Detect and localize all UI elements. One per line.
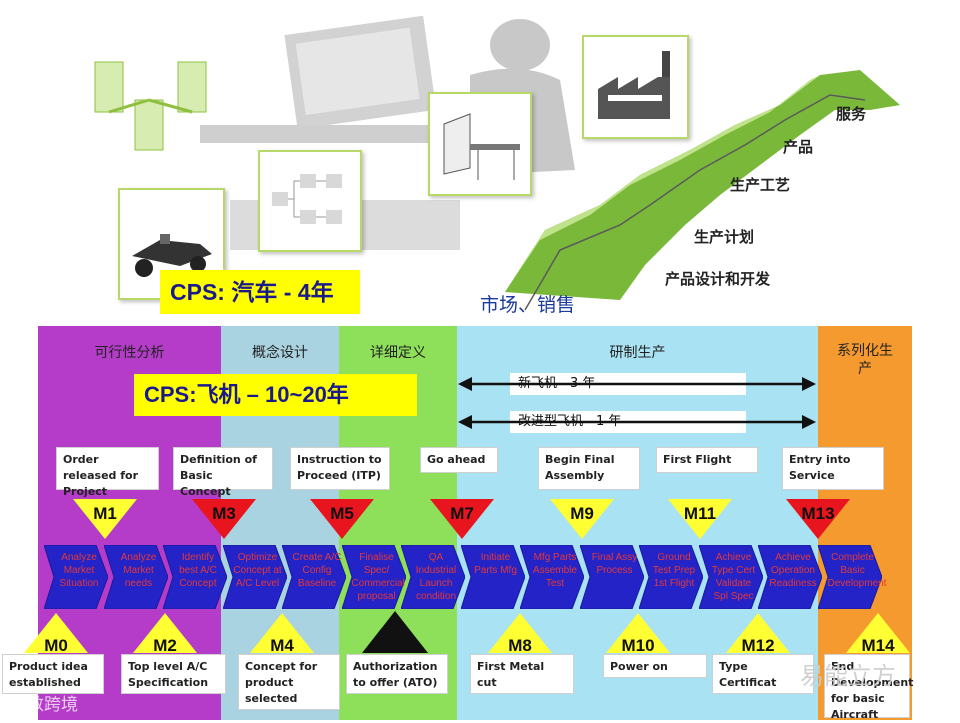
stair-label-process: 生产工艺 (730, 176, 791, 194)
milestone-m13-label: M13 (801, 504, 835, 523)
process-step-chevron: Finalise Spec/ Commercial proposal (341, 545, 406, 609)
milestone-m10-label: M10 (621, 636, 655, 655)
milestone-m3-desc: Definition of Basic Concept (173, 447, 273, 498)
phase-title: 系列化生 产 (837, 343, 893, 377)
phase-title: 研制生产 (609, 345, 666, 361)
process-step-chevron: Optimize Concept at A/C Level (222, 545, 287, 609)
milestone-m7-marker (430, 499, 494, 539)
process-step-chevron: Identify best A/C Concept (163, 545, 227, 609)
milestone-m7-desc: Go ahead (420, 447, 498, 473)
process-step-label: Mfg Parts Assemble Test (533, 552, 577, 589)
milestone-m11-desc: First Flight (656, 447, 758, 473)
milestone-m1-label: M1 (93, 504, 117, 523)
process-step-label: Optimize Concept at A/C Level (233, 552, 282, 589)
milestone-m2-desc: Top level A/C Specification (121, 654, 226, 694)
cps-car-label: CPS: 汽车 - 4年 (160, 270, 360, 314)
milestone-m3-marker (192, 499, 256, 539)
milestone-m12-marker (726, 613, 790, 653)
milestone-m13-desc: Entry into Service (782, 447, 884, 490)
process-step-chevron: Final Assy Process (579, 545, 644, 609)
milestone-m14-label: M14 (861, 636, 895, 655)
process-step-label: Identify best A/C Concept (179, 552, 217, 589)
milestone-m12-label: M12 (741, 636, 775, 655)
process-step-label: QA Industrial Launch condition (415, 552, 457, 602)
milestone-m3-label: M3 (212, 504, 236, 523)
process-step-label: Initiate Parts Mfg (474, 552, 517, 576)
milestone-m8-desc: First Metal cut (470, 654, 574, 694)
milestone-m4-desc: Concept for product selected (238, 654, 340, 710)
factory-image (582, 35, 689, 139)
phase-title: 概念设计 (252, 345, 308, 361)
milestone-m4-label: M4 (270, 636, 294, 655)
milestone-m2-marker (133, 613, 197, 653)
process-step-label: Achieve Operation Readiness (769, 552, 817, 589)
factory-icon (598, 51, 670, 119)
milestone-m7-label: M7 (450, 504, 474, 523)
process-step-label: Final Assy Process (591, 552, 638, 576)
phase-title: 详细定义 (370, 345, 426, 361)
milestone-m6-marker (362, 611, 428, 653)
milestone-m12-desc: Type Certificat (712, 654, 814, 694)
milestone-m5-marker (310, 499, 374, 539)
milestone-m9-marker (550, 499, 614, 539)
milestone-m5-desc: Instruction to Proceed (ITP) (290, 447, 390, 490)
milestone-m14-desc: End Development for basic Aircraft (824, 654, 913, 721)
market-sales-label: 市场、销售 (480, 294, 576, 316)
stair-label-planning: 生产计划 (694, 228, 755, 246)
flowchart-icon (272, 174, 342, 224)
watermark-left: 大数跨境 (10, 695, 78, 715)
span-new-aircraft-arrow (458, 377, 816, 391)
process-step-chevron: Mfg Parts Assemble Test (520, 545, 584, 609)
process-step-chevron: Analyze Market needs (103, 545, 168, 609)
watermark-right: 易能立方 (800, 662, 896, 690)
process-step-label: Ground Test Prep 1st Flight (652, 552, 696, 589)
milestone-m10-marker (606, 613, 670, 653)
process-step-chevron: QA Industrial Launch condition (401, 545, 465, 609)
process-step-chevron: Create A/C Config Baseline (282, 545, 346, 609)
process-step-chevron: Ground Test Prep 1st Flight (639, 545, 703, 609)
milestone-m1-desc: Order released for Project (56, 447, 159, 498)
stair-label-product: 产品 (783, 138, 814, 156)
milestone-m14-marker (846, 613, 910, 653)
milestone-m10-desc: Power on (603, 654, 707, 678)
milestone-m0-label: M0 (44, 636, 68, 655)
span-derivative-aircraft-arrow (458, 415, 816, 429)
workstation-image (428, 92, 532, 196)
milestone-m11-marker (668, 499, 732, 539)
milestone-m0-marker (24, 613, 88, 653)
process-step-chevron: Complete Basic Development (817, 545, 887, 609)
milestone-m4-marker (250, 613, 314, 653)
process-step-label: Analyze Market Situation (59, 552, 99, 589)
cps-plane-label: CPS:飞机 – 10~20年 (134, 374, 417, 416)
race-car-icon (132, 234, 212, 277)
process-step-chevron: Initiate Parts Mfg (460, 545, 525, 609)
milestone-m5-label: M5 (330, 504, 354, 523)
process-step-chevron: Achieve Type Cert Validate Spl Spec (698, 545, 763, 609)
milestone-m0-desc: Product idea established (2, 654, 104, 694)
flowchart-image (258, 150, 362, 252)
process-step-chevron: Analyze Market Situation (44, 545, 108, 609)
milestone-m9-desc: Begin Final Assembly (538, 447, 640, 490)
milestone-m9-label: M9 (570, 504, 594, 523)
top-illustration: 服务 产品 生产工艺 生产计划 产品设计和开发 CPS: 汽车 - 4年 市场、… (0, 0, 960, 325)
process-step-chevron: Achieve Operation Readiness (758, 545, 822, 609)
workstation-icon (443, 113, 520, 180)
process-step-label: Analyze Market needs (120, 552, 157, 589)
milestone-m8-label: M8 (508, 636, 532, 655)
milestone-m8-marker (488, 613, 552, 653)
milestone-m11-label: M11 (683, 504, 717, 523)
milestone-m13-marker (786, 499, 850, 539)
process-step-label: Complete Basic Development (827, 552, 887, 589)
milestone-m1-marker (73, 499, 137, 539)
stair-label-service: 服务 (836, 105, 867, 123)
milestone-m2-label: M2 (153, 636, 177, 655)
process-step-label: Achieve Type Cert Validate Spl Spec (711, 552, 756, 602)
milestone-m6-desc: Authorization to offer (ATO) (346, 654, 448, 694)
phase-chart: 可行性分析 概念设计 详细定义 研制生产 系列化生 产 CPS:飞机 – 10~… (2, 326, 913, 721)
phase-title: 可行性分析 (94, 345, 165, 361)
process-step-label: Create A/C Config Baseline (292, 552, 342, 589)
process-step-label: Finalise Spec/ Commercial proposal (351, 552, 405, 602)
stair-label-design: 产品设计和开发 (665, 270, 771, 288)
